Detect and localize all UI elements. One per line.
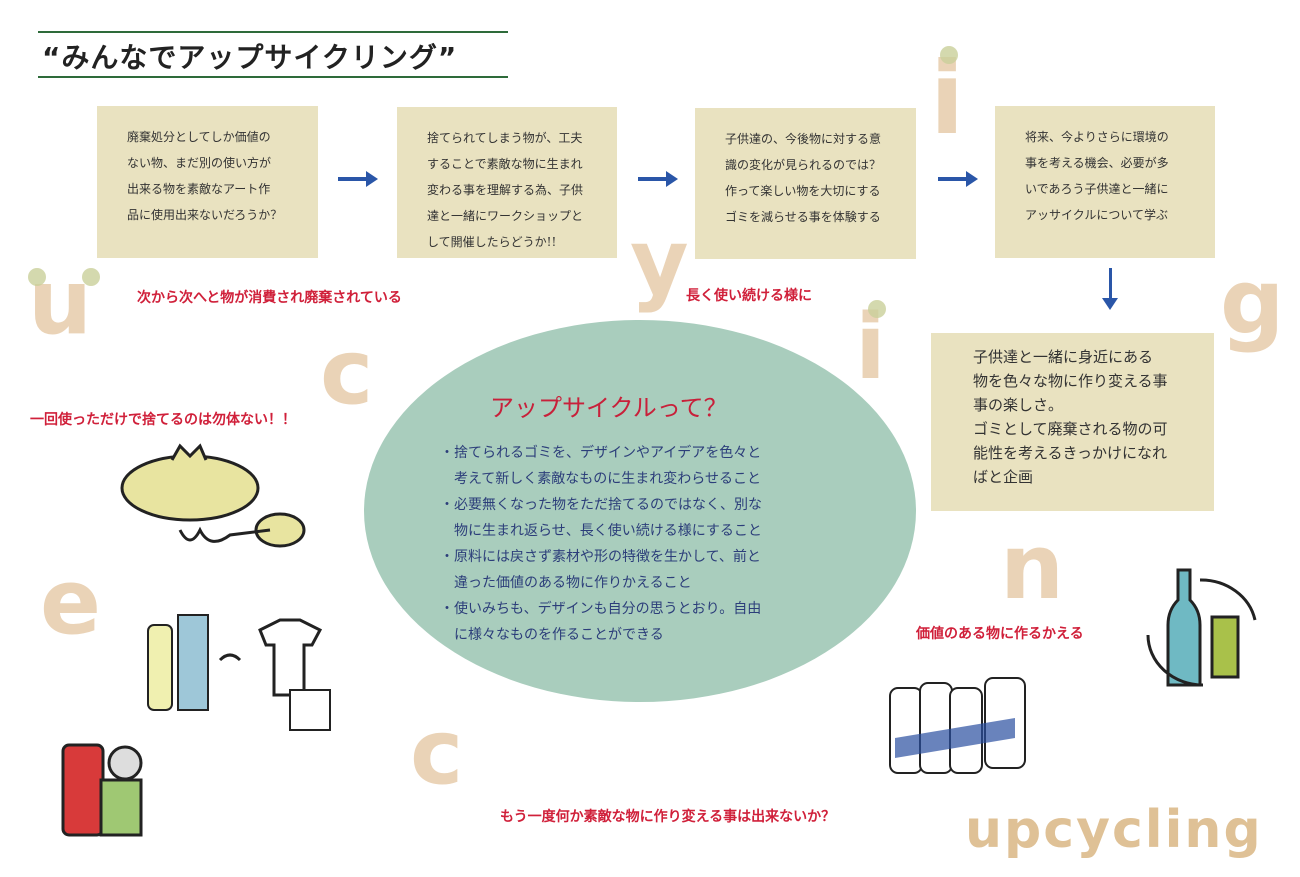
upcycling-logo: upcycling: [965, 800, 1263, 860]
text-line: 達と一緒にワークショップと: [427, 209, 584, 223]
text-line: ゴミとして廃棄される物の可: [973, 420, 1168, 438]
center-heading: アップサイクルって？: [490, 394, 728, 422]
title-rule-top: [38, 31, 508, 33]
arrow-right-icon: [938, 171, 978, 187]
decorative-letter-u: u: [28, 250, 93, 355]
center-description: ・捨てられるゴミを、デザインやアイデアを色々と 考えて新しく素敵なものに生まれ変…: [440, 440, 762, 648]
label-valuable: 価値のある物に作るかえる: [916, 626, 1084, 642]
text-line: 子供達と一緒に身近にある: [973, 348, 1154, 366]
decorative-letter-c: c: [320, 320, 374, 425]
text-line: 事の楽しさ。: [973, 396, 1064, 414]
decorative-letter-c2: c: [410, 700, 464, 805]
decorative-letter-y: y: [630, 210, 689, 315]
decorative-dot: [868, 300, 886, 318]
text-line: 変わる事を理解する為、子供: [427, 183, 584, 197]
text-line: して開催したらどうか!!: [427, 235, 557, 249]
text-line: することで素敵な物に生まれ: [427, 157, 583, 171]
label-remake: もう一度何か素敵な物に作り変える事は出来ないか？: [500, 809, 836, 825]
text-line: アッサイクルについて学ぶ: [1025, 208, 1169, 222]
text-line: 作って楽しい物を大切にする: [725, 184, 881, 198]
text-line: 事を考える機会、必要が多: [1025, 156, 1169, 170]
bullet-line: 物に生まれ返らせ、長く使い続ける様にすること: [440, 523, 762, 539]
flow-box-2: 捨てられてしまう物が、工夫 することで素敵な物に生まれ 変わる事を理解する為、子…: [397, 107, 617, 258]
bottles-to-shirt-illustration: [147, 614, 331, 731]
decorative-dot: [940, 46, 958, 64]
text-line: いであろう子供達と一緒に: [1025, 182, 1169, 196]
bullet-line: ・原料には戻さず素材や形の特徴を生かして、前と: [440, 549, 761, 565]
bullet-line: ・必要無くなった物をただ捨てるのではなく、別な: [440, 497, 762, 513]
text-line: 能性を考えるきっかけになれ: [973, 444, 1167, 462]
glass-bottle-jar-illustration: [1146, 568, 1257, 687]
title-rule-bottom: [38, 76, 508, 78]
text-line: 子供達の、今後物に対する意: [725, 132, 882, 146]
label-wasteful: 一回使っただけで捨てるのは勿体ない！！: [30, 412, 296, 428]
decorative-letter-e: e: [40, 550, 102, 655]
text-line: ない物、まだ別の使い方が: [127, 156, 272, 170]
flow-box-1: 廃棄処分としてしか価値の ない物、まだ別の使い方が 出来る物を素敵なアート作 品…: [97, 106, 318, 258]
result-box: 子供達と一緒に身近にある 物を色々な物に作り変える事 事の楽しさ。 ゴミとして廃…: [931, 333, 1214, 511]
arrow-right-icon: [638, 171, 678, 187]
plastic-bottles-illustration: [889, 677, 1026, 774]
flow-box-4: 将来、今よりさらに環境の 事を考える機会、必要が多 いであろう子供達と一緒に ア…: [995, 106, 1215, 258]
text-line: 品に使用出来ないだろうか？: [127, 208, 283, 222]
text-line: ばと企画: [973, 468, 1034, 486]
decorative-letter-n: n: [1000, 515, 1065, 620]
label-consumed: 次から次へと物が消費され廃棄されている: [137, 290, 402, 306]
text-line: 廃棄処分としてしか価値の: [127, 130, 271, 144]
flow-box-3: 子供達の、今後物に対する意 識の変化が見られるのでは？ 作って楽しい物を大切にす…: [695, 108, 916, 259]
garbage-bag-illustration: [120, 443, 306, 548]
decorative-dot: [82, 268, 100, 286]
text-line: 出来る物を素敵なアート作: [127, 182, 271, 196]
text-line: 将来、今よりさらに環境の: [1025, 130, 1169, 144]
text-line: 物を色々な物に作り変える事: [973, 372, 1168, 390]
bullet-line: ・捨てられるゴミを、デザインやアイデアを色々と: [440, 445, 762, 461]
text-line: 捨てられてしまう物が、工夫: [427, 131, 583, 145]
bullet-line: に様々なものを作ることができる: [440, 627, 664, 643]
text-line: 識の変化が見られるのでは？: [725, 158, 882, 172]
cans-illustration: [61, 743, 143, 837]
bullet-line: ・使いみちも、デザインも自分の思うとおり。自由: [440, 601, 762, 617]
text-line: ゴミを減らせる事を体験する: [725, 210, 881, 224]
arrow-down-icon: [1102, 268, 1118, 310]
label-keep-using: 長く使い続ける様に: [686, 288, 812, 304]
center-ellipse: [364, 320, 916, 702]
arrow-right-icon: [338, 171, 378, 187]
bullet-line: 考えて新しく素敵なものに生まれ変わらせること: [440, 471, 762, 487]
page-title: “みんなでアップサイクリング”: [42, 41, 458, 74]
decorative-letter-g: g: [1220, 250, 1285, 355]
decorative-dot: [28, 268, 46, 286]
bullet-line: 違った価値のある物に作りかえること: [440, 575, 692, 591]
